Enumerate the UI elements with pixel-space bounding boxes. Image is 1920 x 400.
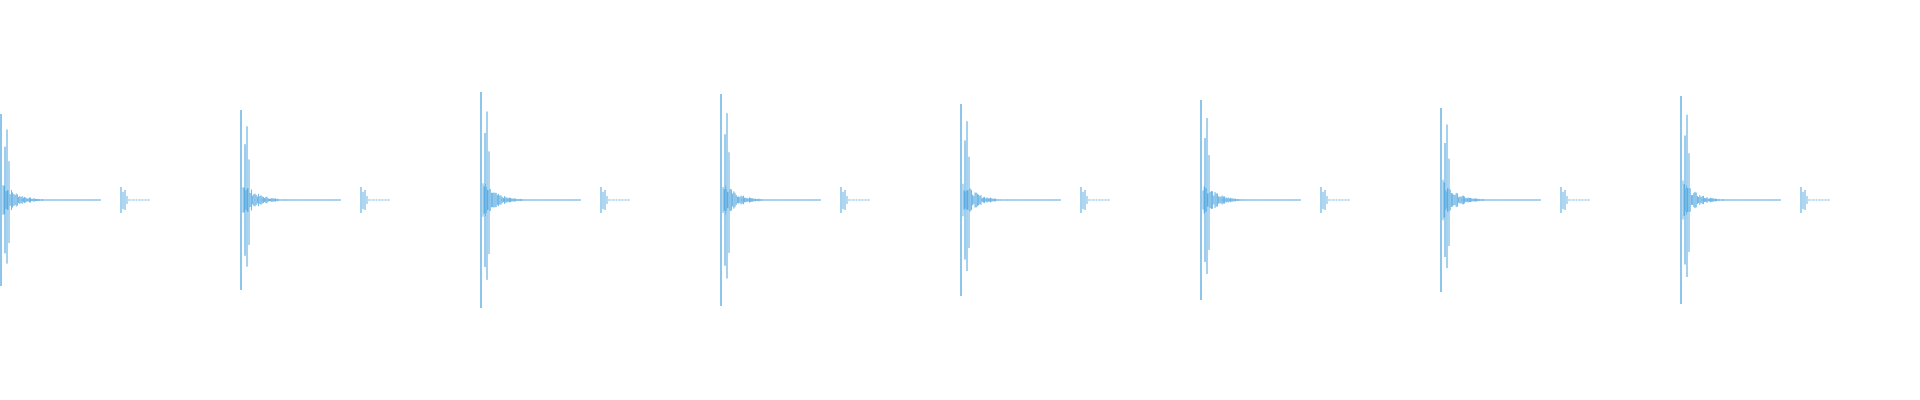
waveform-pulse xyxy=(720,94,870,306)
waveform-pulse xyxy=(0,114,150,286)
waveform-pulse xyxy=(960,104,1110,296)
waveform-pulse xyxy=(1440,108,1590,292)
waveform-pulse xyxy=(1680,96,1830,304)
waveform-pulse xyxy=(1200,100,1350,300)
waveform-pulse xyxy=(480,92,630,308)
waveform-pulse xyxy=(240,110,390,290)
